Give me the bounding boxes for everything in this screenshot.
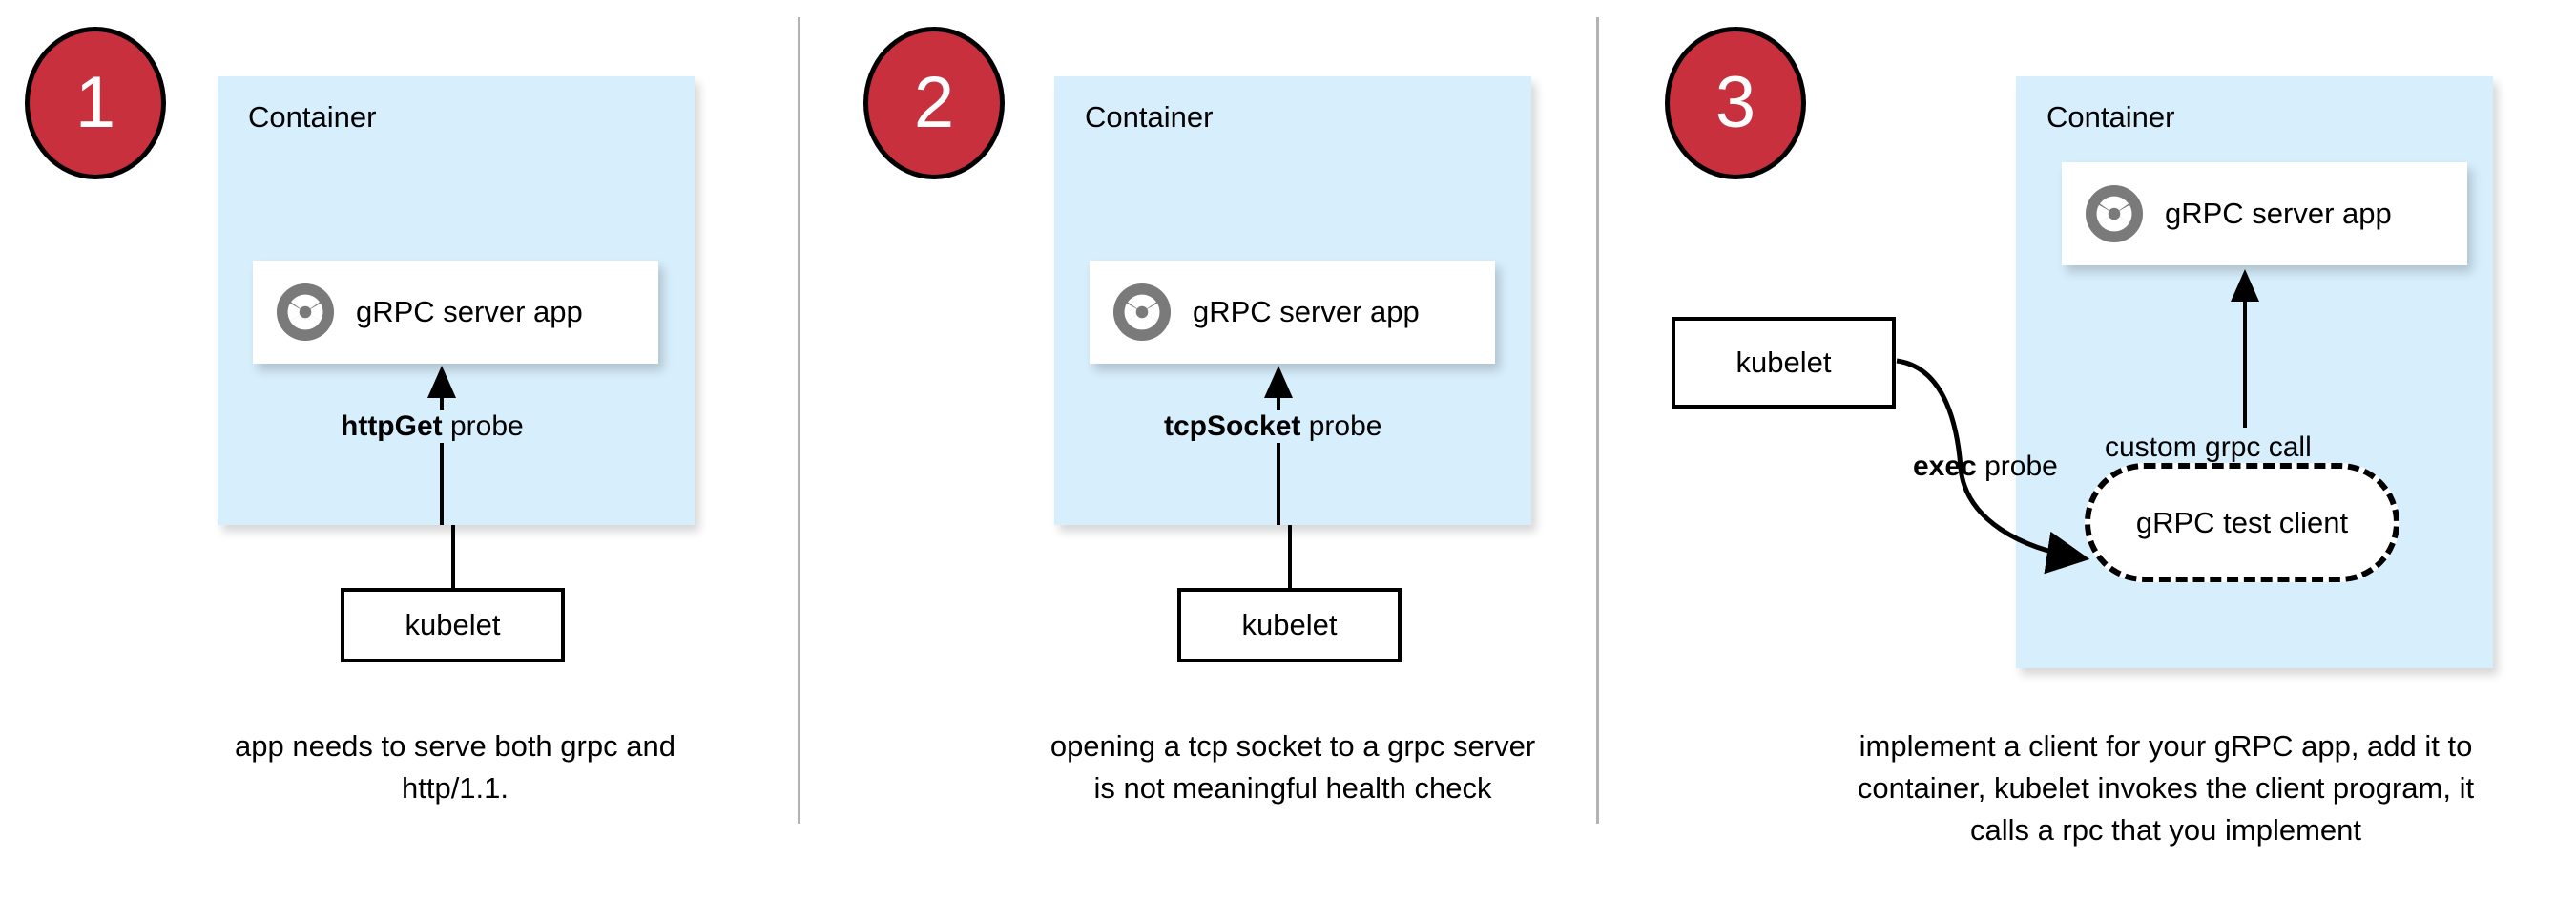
container-box-2: Container tcpSocket probe gRPC server a [1054, 76, 1531, 525]
probe-label-1-rest: probe [442, 410, 524, 442]
probe-label-1-bold: httpGet [341, 410, 443, 442]
grpc-logo-icon [2085, 184, 2144, 243]
kubelet-box-3: kubelet [1672, 317, 1896, 409]
probe-arrowhead-1 [427, 366, 456, 398]
step-badge-3-label: 3 [1714, 62, 1756, 143]
probe-label-2: tcpSocket probe [1154, 410, 1392, 443]
probe-line-2-lower [1277, 447, 1280, 525]
grpc-test-client-box: gRPC test client [2085, 463, 2399, 582]
probe-arrowhead-2 [1264, 366, 1293, 398]
kubelet-connector-2 [1288, 525, 1292, 588]
exec-probe-curved-arrow [1896, 358, 2090, 575]
app-card-2: gRPC server app [1090, 261, 1495, 364]
app-card-3: gRPC server app [2062, 162, 2467, 265]
exec-probe-label: exec probe [1913, 451, 2058, 483]
app-card-label-1: gRPC server app [356, 295, 583, 328]
container-box-1: Container httpGet probe gRPC serve [218, 76, 695, 525]
panel-caption-1: app needs to serve both grpc and http/1.… [235, 729, 675, 806]
exec-probe-label-bold: exec [1913, 451, 1977, 482]
custom-call-arrowhead [2231, 269, 2259, 302]
app-card-1: gRPC server app [253, 261, 658, 364]
custom-grpc-call-label: custom grpc call [2095, 431, 2321, 464]
kubelet-connector-1 [451, 525, 455, 588]
step-badge-2-label: 2 [913, 62, 955, 143]
kubelet-label-2: kubelet [1241, 608, 1338, 641]
step-badge-1-label: 1 [74, 62, 116, 143]
grpc-test-client-label: gRPC test client [2135, 505, 2349, 539]
container-box-3: Container gRPC server app [2016, 76, 2493, 668]
probe-label-2-rest: probe [1300, 410, 1382, 442]
custom-call-line-upper [2243, 300, 2247, 428]
probe-label-1: httpGet probe [331, 410, 533, 443]
step-badge-2: 2 [863, 27, 1005, 179]
container-label-1: Container [248, 100, 377, 134]
container-label-2: Container [1085, 100, 1214, 134]
kubelet-label-1: kubelet [405, 608, 501, 641]
panel-caption-3: implement a client for your gRPC app, ad… [1857, 729, 2475, 848]
app-card-label-3: gRPC server app [2165, 197, 2392, 230]
exec-probe-label-rest: probe [1976, 451, 2058, 482]
kubelet-label-3: kubelet [1735, 346, 1832, 379]
panel-divider-1 [798, 17, 800, 824]
step-badge-1: 1 [25, 27, 166, 179]
panel-caption-2: opening a tcp socket to a grpc server is… [1049, 729, 1536, 806]
kubelet-box-2: kubelet [1177, 588, 1402, 662]
kubelet-box-1: kubelet [341, 588, 565, 662]
probe-line-1-lower [440, 447, 444, 525]
grpc-logo-icon [276, 283, 335, 342]
probe-label-2-bold: tcpSocket [1164, 410, 1301, 442]
app-card-label-2: gRPC server app [1193, 295, 1420, 328]
container-label-3: Container [2046, 100, 2175, 134]
grpc-logo-icon [1112, 283, 1172, 342]
panel-divider-2 [1596, 17, 1599, 824]
step-badge-3: 3 [1665, 27, 1806, 179]
